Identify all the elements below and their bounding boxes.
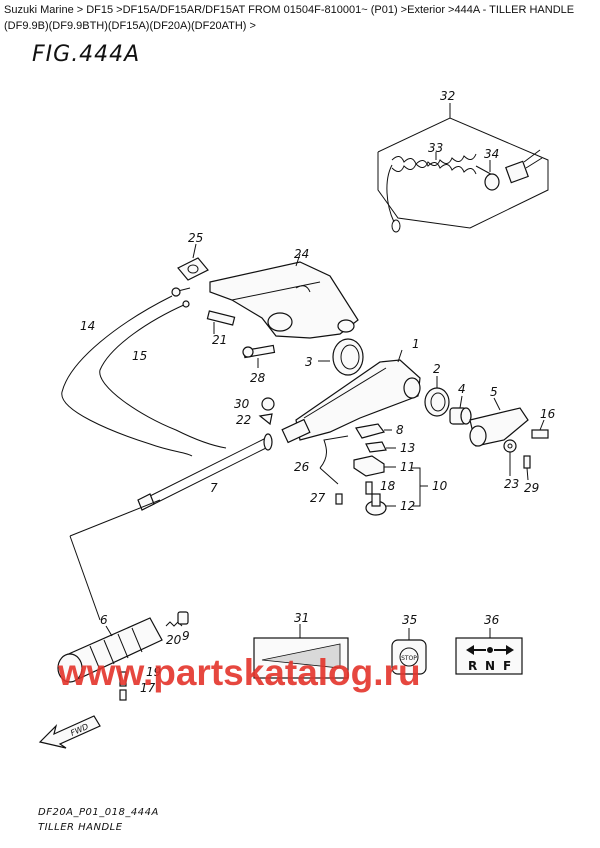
shift-arm-5 (469, 397, 529, 447)
callout-5: 5 (490, 385, 498, 399)
callout-36: 36 (484, 613, 500, 627)
rod-26 (319, 435, 349, 485)
cap-9 (177, 611, 189, 625)
nut-13 (365, 441, 396, 453)
washer-23 (503, 439, 517, 476)
screw-18 (365, 481, 373, 495)
callout-13: 13 (400, 441, 415, 455)
bolt-28 (242, 344, 276, 368)
breadcrumb-line-2[interactable]: (DF9.9B)(DF9.9BTH)(DF15A)(DF20A)(DF20ATH… (4, 20, 256, 32)
bolt-16 (531, 419, 549, 439)
tiller-bracket-24 (209, 253, 359, 339)
callout-26: 26 (294, 460, 310, 474)
watermark-text: www.partskatalog.ru (58, 652, 421, 693)
callout-14: 14 (80, 319, 95, 333)
callout-32: 32 (440, 89, 455, 103)
callout-21: 21 (212, 333, 227, 347)
stop-switch-34 (484, 149, 543, 191)
callout-17: 17 (140, 681, 156, 695)
callout-16: 16 (540, 407, 556, 421)
throttle-grip-6 (57, 617, 163, 683)
callout-31: 31 (294, 611, 309, 625)
tiller-handle-1 (281, 349, 421, 444)
coil-cord-33 (386, 152, 499, 233)
footer-code: DF20A_P01_018_444A (38, 807, 159, 818)
callout-7: 7 (210, 481, 218, 495)
callout-15: 15 (132, 349, 147, 363)
callout-4: 4 (458, 382, 466, 396)
callout-25: 25 (188, 231, 203, 245)
callout-22: 22 (236, 413, 251, 427)
callout-27: 27 (310, 491, 326, 505)
throttle-cable-14 (61, 287, 193, 457)
callout-2: 2 (433, 362, 441, 376)
callout-10: 10 (432, 479, 448, 493)
screw-29 (523, 455, 531, 481)
callout-1: 1 (412, 337, 420, 351)
footer-caption: TILLER HANDLE (38, 822, 123, 833)
throttle-cable-15 (99, 300, 227, 449)
pin-22 (258, 413, 273, 426)
clip-30 (261, 397, 275, 411)
bracket-10 (412, 467, 428, 507)
plate-8 (355, 423, 392, 439)
callout-28: 28 (250, 371, 266, 385)
shift-label-n: N (485, 659, 495, 673)
callout-20: 20 (166, 633, 182, 647)
kit-32-bracket (377, 103, 549, 229)
collar-4 (449, 395, 472, 425)
bolt-21 (206, 310, 236, 334)
callout-35: 35 (402, 613, 417, 627)
shift-label-36 (455, 628, 523, 675)
callout-24: 24 (294, 247, 309, 261)
shaft-7 (69, 433, 273, 621)
knob-12 (365, 493, 396, 516)
grommet-25 (177, 243, 209, 281)
bracket-11 (353, 455, 396, 477)
callout-18: 18 (380, 479, 396, 493)
breadcrumb-line-1[interactable]: Suzuki Marine > DF15 >DF15A/DF15AR/DF15A… (4, 4, 575, 16)
ring-3 (318, 338, 364, 376)
shift-label-r: R (468, 659, 477, 673)
stop-label-35 (391, 628, 427, 675)
ring-2 (424, 376, 450, 417)
callout-30: 30 (234, 397, 250, 411)
screw-17 (119, 689, 127, 701)
callout-23: 23 (504, 477, 519, 491)
screw-27 (335, 493, 343, 505)
shift-label-f: F (503, 659, 511, 673)
callout-6: 6 (100, 613, 108, 627)
callout-29: 29 (524, 481, 539, 495)
label-31 (253, 624, 349, 679)
callout-3: 3 (305, 355, 313, 369)
callout-12: 12 (400, 499, 415, 513)
callout-19: 19 (146, 665, 161, 679)
callout-9: 9 (182, 629, 190, 643)
figure-title: FIG.444A (32, 42, 141, 67)
callout-34: 34 (484, 147, 499, 161)
callout-33: 33 (428, 141, 443, 155)
callout-11: 11 (400, 460, 415, 474)
screw-19 (119, 671, 127, 687)
fwd-arrow (38, 715, 101, 749)
stop-label-text: STOP (401, 655, 417, 662)
callout-8: 8 (396, 423, 404, 437)
